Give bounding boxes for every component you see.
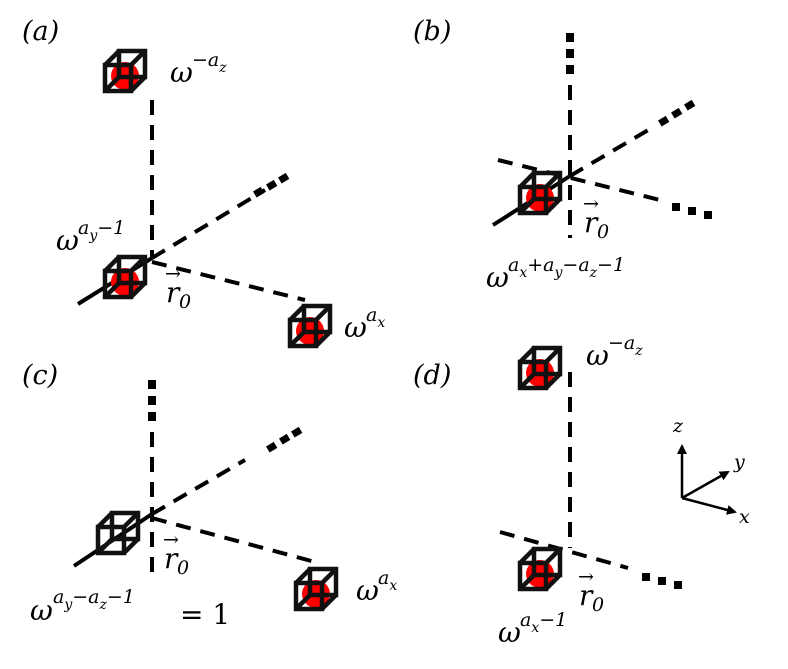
panel-b-origin-site [520,173,560,213]
panel-b: (b) → r 0 ω ax+ay−az−1 [413,16,712,294]
panel-a-right-label: ω ax [344,304,385,344]
panel-a-y-line [150,188,267,260]
y-axis-arrow [681,470,730,500]
svg-text:r: r [584,206,599,239]
panel-c-y-ellipsis [266,426,303,453]
panel-a-r0-label: → r 0 [165,263,191,313]
svg-text:→: → [165,263,181,285]
panel-b-y-line [568,124,657,178]
svg-text:ω: ω [498,616,521,649]
panel-a-x-line [151,260,306,302]
panel-c-x-line [151,516,316,564]
panel-b-x-line [497,158,661,202]
panel-a-top-label: ω −az [170,49,227,89]
axes-indicator: z y x [672,415,750,528]
panel-b-r0-label: → r 0 [583,193,609,243]
panel-c: (c) → r 0 ω ax ω ay−az−1 = 1 [22,360,397,631]
svg-text:0: 0 [597,221,609,243]
svg-text:= 1: = 1 [180,598,230,631]
svg-text:ax: ax [366,304,385,331]
svg-text:ay−1: ay−1 [78,217,125,244]
x-axis-arrow [681,496,737,515]
svg-text:0: 0 [177,557,189,579]
panel-d-r0-label: → r 0 [578,566,604,616]
panel-a-left-label: ω ay−1 [56,217,125,257]
panel-d-bottom-label: ω ax−1 [498,609,567,649]
panel-d-x-ellipsis [642,573,682,589]
svg-text:ax+ay−az−1: ax+ay−az−1 [508,254,625,281]
panel-a: (a) ω −az ω ay−1 → r 0 [22,16,385,346]
svg-text:ω: ω [586,339,609,372]
panel-c-r0-label: → r 0 [163,529,189,579]
panel-a-x-site [290,306,330,346]
svg-text:ax: ax [378,567,397,594]
svg-text:0: 0 [179,291,191,313]
panel-b-z-ellipsis [566,33,574,74]
panel-a-top-site [105,51,145,91]
svg-text:ω: ω [356,574,379,607]
svg-text:−az: −az [608,332,643,359]
panel-d: (d) ω −az → r 0 ω ax−1 z y [413,332,750,649]
panel-d-top-site [520,348,560,388]
svg-text:0: 0 [592,594,604,616]
svg-text:ay−az−1: ay−az−1 [53,586,135,613]
svg-text:ax−1: ax−1 [520,609,567,636]
panel-a-label: (a) [22,16,59,47]
svg-text:−az: −az [192,49,227,76]
panel-d-top-label: ω −az [586,332,643,372]
panel-d-origin-site [520,549,560,589]
panel-b-y-ellipsis [658,99,696,127]
svg-text:r: r [166,276,181,309]
panel-a-origin-site [105,257,145,297]
svg-text:→: → [163,529,179,551]
svg-text:ω: ω [344,311,367,344]
panel-b-bottom-label: ω ax+ay−az−1 [486,254,625,294]
panel-c-y-line [150,458,247,516]
panel-c-label: (c) [22,360,58,391]
svg-text:r: r [579,579,594,612]
svg-text:ω: ω [486,261,509,294]
panel-d-x-line [499,530,629,570]
z-axis-label: z [672,415,684,437]
svg-text:ω: ω [30,594,53,627]
svg-text:ω: ω [170,56,193,89]
panel-c-origin-site [98,513,138,553]
panel-a-y-ellipsis [253,172,290,198]
svg-text:ω: ω [56,224,79,257]
panel-d-label: (d) [413,360,451,391]
panel-c-z-ellipsis [148,380,156,421]
panel-c-bottom-label: ω ay−az−1 = 1 [30,586,230,631]
panel-b-x-ellipsis [672,203,712,219]
x-axis-label: x [739,506,750,528]
svg-text:r: r [164,542,179,575]
panel-c-x-site [296,569,336,609]
y-axis-label: y [733,451,745,473]
panel-b-label: (b) [413,16,451,47]
panel-c-right-label: ω ax [356,567,397,607]
svg-text:→: → [578,566,594,588]
svg-text:→: → [583,193,599,215]
